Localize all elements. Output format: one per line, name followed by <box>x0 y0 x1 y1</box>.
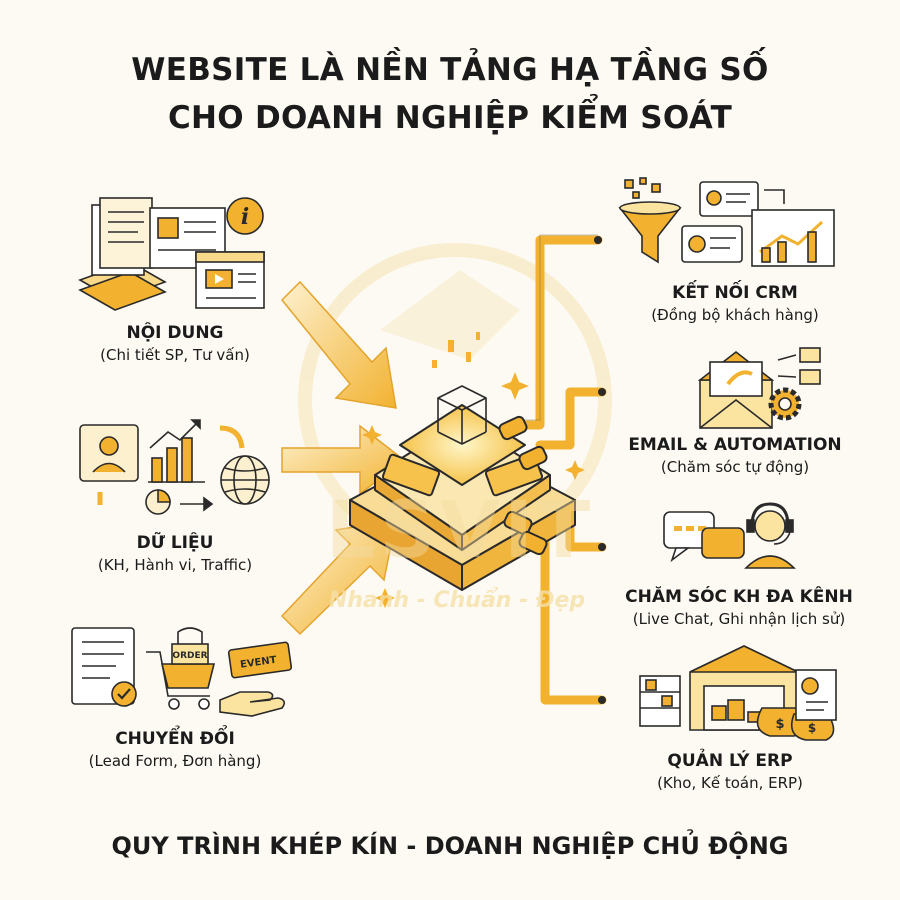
svg-text:$: $ <box>808 721 816 735</box>
input-subtitle: (Lead Form, Đơn hàng) <box>88 752 262 770</box>
output-subtitle: (Live Chat, Ghi nhận lịch sử) <box>632 610 846 628</box>
page-title-line-2: CHO DOANH NGHIỆP KIỂM SOÁT <box>167 100 733 136</box>
output-subtitle: (Kho, Kế toán, ERP) <box>657 774 803 792</box>
input-label-conversion: CHUYỂN ĐỔI (Lead Form, Đơn hàng) <box>45 728 305 772</box>
funnel-icon <box>618 177 682 264</box>
output-subtitle: (Đồng bộ khách hàng) <box>651 306 819 324</box>
output-heading: KẾT NỐI CRM <box>672 283 798 303</box>
output-label-multichannel: CHĂM SÓC KH ĐA KÊNH (Live Chat, Ghi nhận… <box>598 586 880 630</box>
hand-icon <box>219 691 286 717</box>
output-subtitle: (Chăm sóc tự động) <box>660 458 810 476</box>
output-heading: EMAIL & AUTOMATION <box>628 435 842 455</box>
sparkle-icons <box>362 332 585 608</box>
input-label-data: DỮ LIỆU (KH, Hành vi, Traffic) <box>55 532 295 576</box>
output-label-email: EMAIL & AUTOMATION (Chăm sóc tự động) <box>605 434 865 478</box>
cycle-arrows <box>97 425 245 505</box>
input-subtitle: (Chi tiết SP, Tư vấn) <box>100 346 250 364</box>
svg-text:i: i <box>241 204 249 230</box>
form-check-icon <box>71 627 137 707</box>
output-label-crm: KẾT NỐI CRM (Đồng bộ khách hàng) <box>610 282 860 326</box>
video-window-icon <box>195 251 265 309</box>
event-label: EVENT <box>239 655 277 671</box>
report-icon <box>795 669 837 721</box>
support-agent-icon <box>744 502 796 569</box>
growth-chart-icon <box>681 181 835 267</box>
watermark-slogan: Nhanh - Chuẩn - Đẹp <box>328 588 586 613</box>
input-heading: NỘI DUNG <box>126 323 224 343</box>
ticket-icon: EVENT <box>227 641 293 679</box>
watermark-brand: LSVIT <box>325 486 595 576</box>
money-bag-icon: $ $ <box>756 707 835 741</box>
footer-tagline: QUY TRÌNH KHÉP KÍN - DOANH NGHIỆP CHỦ ĐỘ… <box>111 832 789 860</box>
document-stack-icon <box>78 197 226 311</box>
svg-text:$: $ <box>775 717 784 732</box>
bar-chart-icon <box>148 419 205 483</box>
globe-icon <box>220 455 270 505</box>
hub-platform-icon <box>349 385 576 591</box>
pipe-ends <box>594 236 606 704</box>
output-heading: CHĂM SÓC KH ĐA KÊNH <box>625 587 853 607</box>
order-label: ORDER <box>172 651 207 661</box>
chat-bubble-icon <box>663 511 745 563</box>
shopping-cart-icon: ORDER <box>146 627 216 710</box>
user-card-icon <box>79 424 139 482</box>
input-subtitle: (KH, Hành vi, Traffic) <box>97 556 253 574</box>
info-icon: i <box>226 197 264 235</box>
input-label-content: NỘI DUNG (Chi tiết SP, Tư vấn) <box>55 322 295 366</box>
gear-icon <box>768 387 802 421</box>
input-heading: CHUYỂN ĐỔI <box>115 729 235 749</box>
pipe-outlines <box>510 234 598 421</box>
input-heading: DỮ LIỆU <box>136 533 214 553</box>
output-heading: QUẢN LÝ ERP <box>667 751 793 771</box>
input-arrows <box>280 280 406 636</box>
arrow-content <box>280 280 397 409</box>
envelope-icon <box>697 347 821 429</box>
arrow-conversion <box>280 519 397 636</box>
pie-chart-icon <box>145 489 214 515</box>
page-title-line-1: WEBSITE LÀ NỀN TẢNG HẠ TẦNG SỐ <box>131 52 769 88</box>
output-label-erp: QUẢN LÝ ERP (Kho, Kế toán, ERP) <box>620 750 840 794</box>
